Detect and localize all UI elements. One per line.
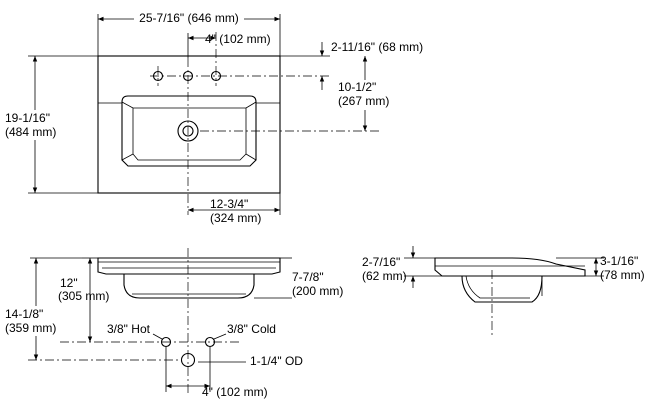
drain-offset-label-1: 12-3/4" — [210, 197, 248, 211]
deck-height-label-2: (78 mm) — [600, 268, 645, 282]
front-counter-outline — [97, 257, 281, 275]
overall-height-label-2: (359 mm) — [5, 321, 56, 335]
faucet-setback-label: 2-11/16" (68 mm) — [331, 40, 423, 54]
cold-supply-icon — [204, 336, 216, 348]
overall-depth-label-2: (484 mm) — [5, 125, 56, 139]
basin-outer — [121, 95, 257, 167]
drain-setback-label-2: (267 mm) — [338, 94, 389, 108]
drain-setback-label-1: 10-1/2" — [338, 80, 376, 94]
front-bowl-outline — [123, 274, 255, 299]
side-counter-outline — [434, 257, 586, 277]
supply-spread-label: 4" (102 mm) — [202, 385, 268, 399]
bowl-depth-label-2: (200 mm) — [292, 284, 343, 298]
drain-outlet-icon — [180, 352, 196, 368]
side-view: 2-7/16" (62 mm) 3-1/16" (78 mm) — [362, 246, 645, 335]
drain-height-label-2: (305 mm) — [58, 289, 109, 303]
overall-width-label: 25-7/16" (646 mm) — [139, 11, 239, 25]
front-view: 12" (305 mm) 14-1/8" (359 mm) 7-7/8" (20… — [2, 248, 343, 399]
drain-height-label-1: 12" — [60, 276, 78, 290]
overall-depth-label-1: 19-1/16" — [5, 111, 50, 125]
hot-supply-label: 3/8" Hot — [107, 322, 151, 336]
deck-height-label-1: 3-1/16" — [600, 254, 638, 268]
drain-offset-label-2: (324 mm) — [210, 211, 261, 225]
sink-top-outline — [97, 55, 281, 194]
bowl-depth-label-1: 7-7/8" — [292, 270, 324, 284]
hot-supply-icon — [160, 336, 172, 348]
drain-outlet-label: 1-1/4" OD — [250, 354, 303, 368]
faucet-spread-label: 4" (102 mm) — [205, 32, 271, 46]
rim-height-label-1: 2-7/16" — [362, 255, 400, 269]
cold-supply-label: 3/8" Cold — [227, 322, 276, 336]
side-bowl-outline — [461, 275, 543, 303]
top-view: 25-7/16" (646 mm) 4" (102 mm) 2-11/16" (… — [2, 11, 423, 225]
rim-height-label-2: (62 mm) — [362, 269, 407, 283]
basin-inner — [132, 107, 247, 161]
overall-height-label-1: 14-1/8" — [5, 307, 43, 321]
